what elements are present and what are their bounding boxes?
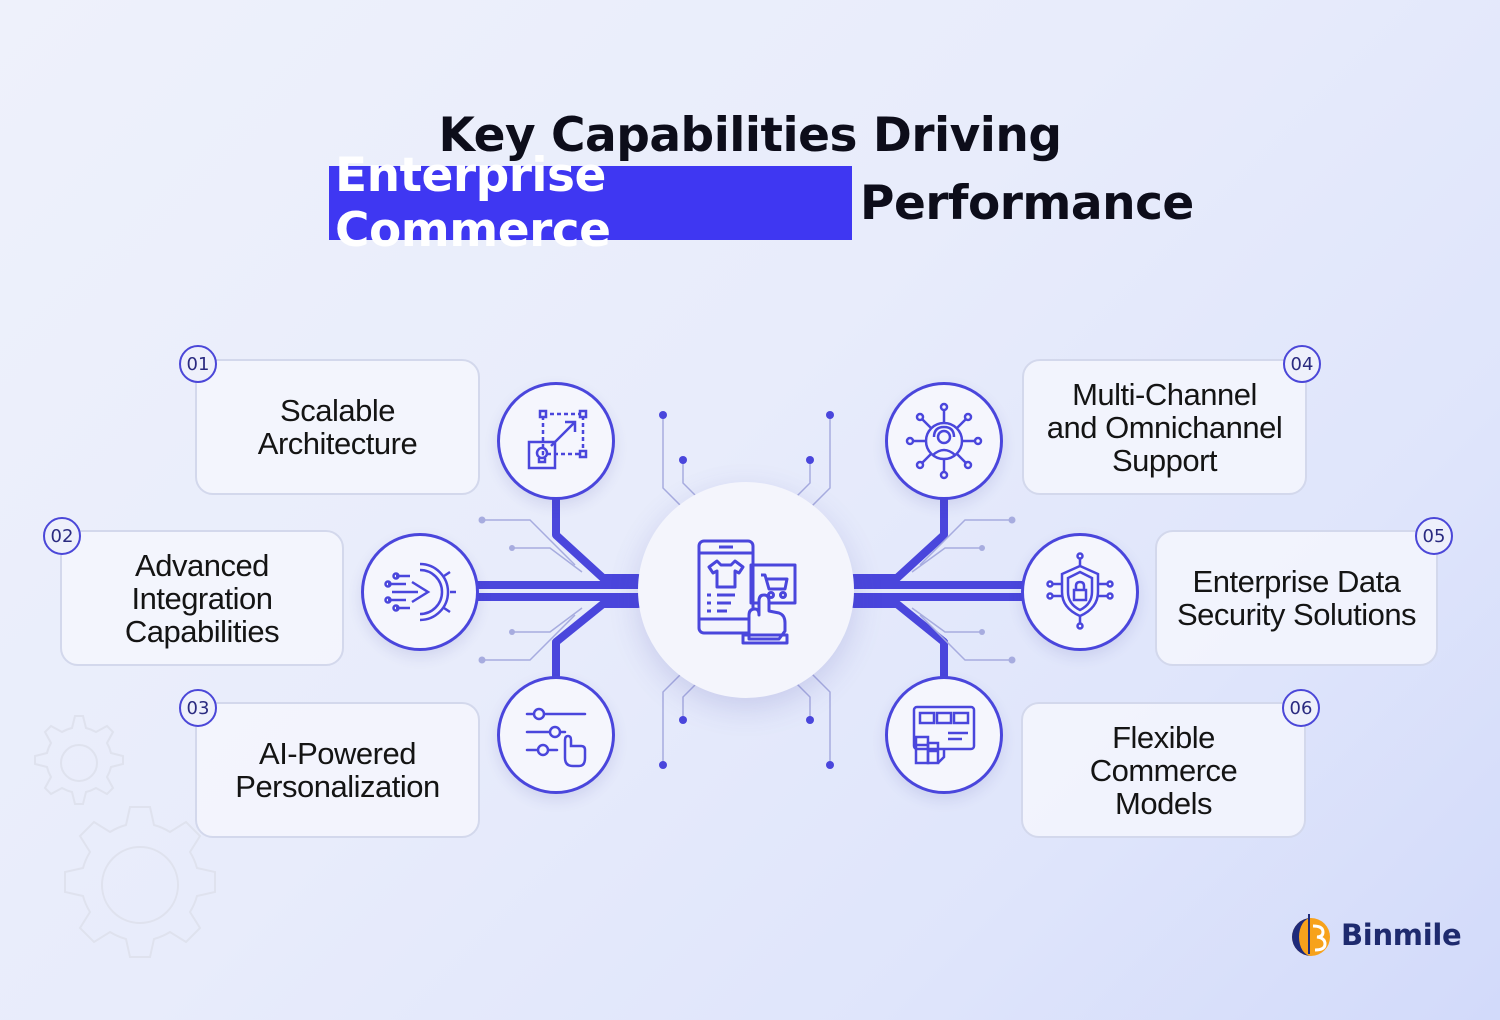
capability-card-4: Multi-Channel and Omnichannel Support: [1022, 359, 1307, 495]
security-shield-icon: [1046, 552, 1114, 630]
icon-circle-6: [885, 676, 1003, 794]
capability-card-1: Scalable Architecture: [195, 359, 480, 495]
icon-circle-2: [361, 533, 479, 651]
capability-number-badge: 05: [1415, 517, 1453, 555]
brand-logo: Binmile: [1287, 910, 1462, 960]
capability-card-3: AI-Powered Personalization: [195, 702, 480, 838]
commerce-models-icon: [912, 705, 976, 765]
capability-number-badge: 02: [43, 517, 81, 555]
capability-label: Flexible Commerce Models: [1089, 719, 1238, 821]
binmile-logo-icon: [1292, 914, 1330, 956]
capability-number-badge: 01: [179, 345, 217, 383]
background-gear-icon: [34, 715, 124, 805]
title-rest: Performance: [860, 175, 1194, 231]
capability-label: Advanced Integration Capabilities: [124, 547, 280, 649]
logo-text: Binmile: [1341, 918, 1462, 952]
integration-gear-icon: [384, 562, 456, 622]
center-hub: [638, 482, 854, 698]
capability-number-badge: 06: [1282, 689, 1320, 727]
capability-card-6: Flexible Commerce Models: [1021, 702, 1306, 838]
capability-number-badge: 03: [179, 689, 217, 727]
omnichannel-support-icon: [905, 402, 983, 480]
background-gear-icon: [64, 806, 216, 958]
page-title-line1: Key Capabilities Driving: [438, 108, 1062, 163]
icon-circle-3: [497, 676, 615, 794]
capability-card-5: Enterprise Data Security Solutions: [1155, 530, 1438, 666]
capability-number-badge: 04: [1283, 345, 1321, 383]
mobile-shopping-icon: [697, 539, 797, 645]
capability-card-2: Advanced Integration Capabilities: [60, 530, 344, 666]
icon-circle-5: [1021, 533, 1139, 651]
capability-label: Enterprise Data Security Solutions: [1176, 564, 1417, 632]
scalable-architecture-icon: [527, 409, 588, 470]
icon-circle-4: [885, 382, 1003, 500]
capability-label: AI-Powered Personalization: [235, 736, 440, 804]
capability-label: Scalable Architecture: [257, 393, 418, 461]
capability-label: Multi-Channel and Omnichannel Support: [1046, 376, 1283, 478]
icon-circle-1: [497, 382, 615, 500]
personalization-sliders-icon: [525, 707, 587, 768]
